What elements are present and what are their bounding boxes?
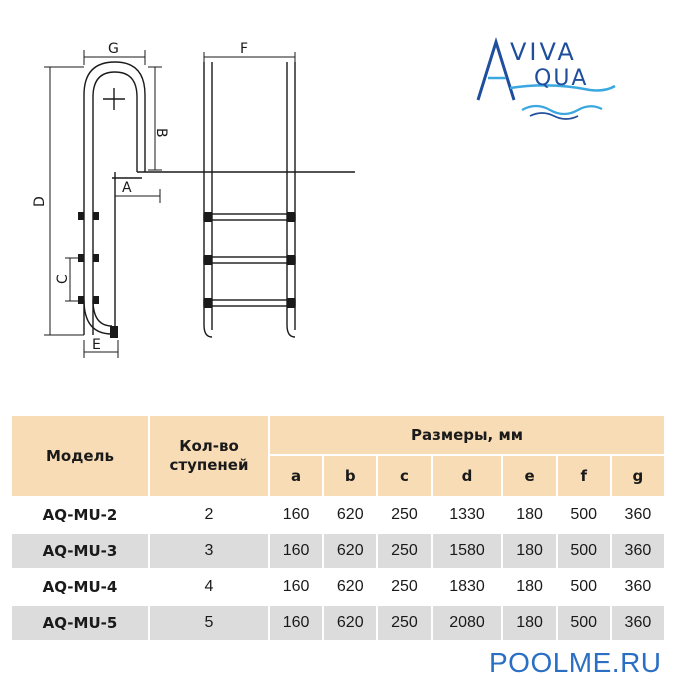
model-cell: AQ-MU-4 bbox=[10, 568, 150, 606]
steps-cell: 3 bbox=[148, 532, 270, 570]
value-cell: 250 bbox=[376, 496, 433, 534]
value-cell: 1830 bbox=[430, 568, 504, 606]
side-step-mark-1 bbox=[78, 212, 84, 220]
model-cell: AQ-MU-5 bbox=[10, 604, 150, 642]
value-cell: 500 bbox=[555, 568, 612, 606]
value-cell: 1580 bbox=[430, 532, 504, 570]
value-cell: 250 bbox=[376, 532, 433, 570]
value-cell: 620 bbox=[322, 604, 379, 642]
front-left-rail bbox=[203, 62, 213, 338]
side-rail-outer bbox=[83, 61, 146, 335]
value-cell: 180 bbox=[501, 496, 558, 534]
value-cell: 360 bbox=[609, 604, 667, 642]
table-row: AQ-MU-2 2 160 620 250 1330 180 500 360 bbox=[10, 496, 667, 534]
steps-cell: 4 bbox=[148, 568, 270, 606]
header-col-a: a bbox=[267, 454, 325, 498]
header-col-b: b bbox=[322, 454, 379, 498]
value-cell: 180 bbox=[501, 568, 558, 606]
value-cell: 160 bbox=[267, 532, 325, 570]
step-1 bbox=[203, 213, 296, 221]
model-cell: AQ-MU-2 bbox=[10, 496, 150, 534]
logo-bottom-text: QUA bbox=[534, 66, 588, 91]
label-b: B bbox=[153, 128, 169, 138]
label-c: C bbox=[55, 274, 71, 284]
side-step-mark-2 bbox=[78, 254, 84, 262]
value-cell: 500 bbox=[555, 496, 612, 534]
header-model: Модель bbox=[10, 414, 150, 498]
label-f: F bbox=[240, 41, 248, 57]
step-2 bbox=[203, 256, 296, 264]
header-steps: Кол-во ступеней bbox=[148, 414, 270, 498]
spec-table: Модель Кол-во ступеней Размеры, мм a b c… bbox=[10, 414, 667, 642]
label-e: E bbox=[92, 337, 101, 353]
front-right-rail bbox=[286, 62, 296, 338]
header-col-d: d bbox=[430, 454, 504, 498]
steps-cell: 2 bbox=[148, 496, 270, 534]
header-col-c: c bbox=[376, 454, 433, 498]
header-col-e: e bbox=[501, 454, 558, 498]
value-cell: 500 bbox=[555, 532, 612, 570]
side-step-mark-3 bbox=[78, 296, 84, 304]
value-cell: 160 bbox=[267, 496, 325, 534]
value-cell: 160 bbox=[267, 604, 325, 642]
header-dimensions: Размеры, мм bbox=[268, 414, 666, 456]
table-row: AQ-MU-5 5 160 620 250 2080 180 500 360 bbox=[10, 604, 667, 642]
value-cell: 2080 bbox=[430, 604, 504, 642]
site-url[interactable]: POOLME.RU bbox=[489, 647, 662, 678]
label-a: A bbox=[122, 180, 132, 196]
value-cell: 250 bbox=[376, 568, 433, 606]
value-cell: 360 bbox=[609, 568, 667, 606]
value-cell: 180 bbox=[501, 532, 558, 570]
label-g: G bbox=[108, 41, 119, 57]
table-row: AQ-MU-3 3 160 620 250 1580 180 500 360 bbox=[10, 532, 667, 570]
rail-foot bbox=[110, 326, 118, 338]
label-d: D bbox=[32, 196, 48, 207]
value-cell: 620 bbox=[322, 532, 379, 570]
model-cell: AQ-MU-3 bbox=[10, 532, 150, 570]
side-rail-inner bbox=[92, 71, 138, 335]
value-cell: 360 bbox=[609, 496, 667, 534]
value-cell: 620 bbox=[322, 496, 379, 534]
value-cell: 180 bbox=[501, 604, 558, 642]
value-cell: 500 bbox=[555, 604, 612, 642]
logo-top-text: VIVA bbox=[510, 38, 577, 66]
header-col-g: g bbox=[609, 454, 667, 498]
header-col-f: f bbox=[555, 454, 612, 498]
value-cell: 1330 bbox=[430, 496, 504, 534]
value-cell: 250 bbox=[376, 604, 433, 642]
value-cell: 160 bbox=[267, 568, 325, 606]
step-3 bbox=[203, 299, 296, 307]
steps-cell: 5 bbox=[148, 604, 270, 642]
value-cell: 360 bbox=[609, 532, 667, 570]
brand-logo: VIVA QUA bbox=[476, 36, 616, 120]
ladder-diagram: G F B A D C E bbox=[32, 41, 355, 358]
value-cell: 620 bbox=[322, 568, 379, 606]
table-row: AQ-MU-4 4 160 620 250 1830 180 500 360 bbox=[10, 568, 667, 606]
